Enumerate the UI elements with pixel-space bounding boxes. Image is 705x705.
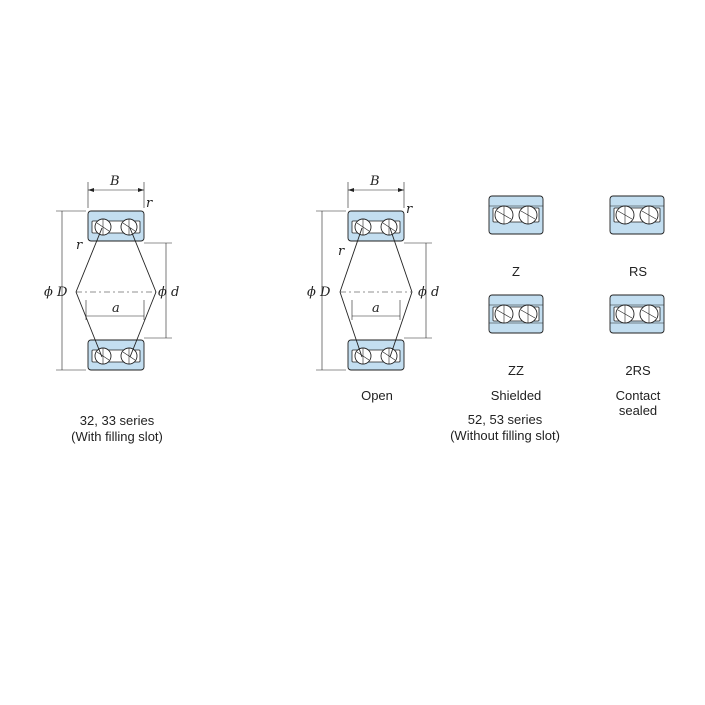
variant-zz-desc: Shielded <box>491 388 542 403</box>
left-caption-note: (With filling slot) <box>71 429 163 444</box>
right-label-a: a <box>372 301 380 316</box>
left-label-B: B <box>109 174 120 189</box>
right-label-r-top: r <box>406 202 413 217</box>
right-label-D: ϕ D <box>307 285 331 300</box>
left-label-r-side: r <box>76 238 83 253</box>
right-caption-series: 52, 53 series <box>468 412 543 427</box>
left-label-d: ϕ d <box>158 285 179 300</box>
variant-zz-label: ZZ <box>508 363 524 378</box>
variant-2rs-desc-line1: Contact <box>616 388 661 403</box>
right-label-B: B <box>369 174 380 189</box>
left-caption-series: 32, 33 series <box>80 413 155 428</box>
right-lower-section <box>347 339 405 371</box>
variant-rs-drawing <box>609 195 665 235</box>
right-caption-open: Open <box>361 388 393 403</box>
variant-z-label: Z <box>512 264 520 279</box>
variant-2rs-desc-line2: sealed <box>619 403 657 418</box>
variant-zz-drawing <box>488 294 544 334</box>
left-label-r-top: r <box>146 196 153 211</box>
variant-2rs-label: 2RS <box>625 363 651 378</box>
right-label-r-side: r <box>338 244 345 259</box>
right-bearing-drawing <box>316 182 432 371</box>
left-label-D: ϕ D <box>44 285 68 300</box>
variant-2rs-drawing <box>609 294 665 334</box>
left-label-a: a <box>112 301 120 316</box>
left-lower-section <box>87 339 145 371</box>
left-upper-section <box>87 210 145 242</box>
right-label-d: ϕ d <box>418 285 439 300</box>
variant-z-drawing <box>488 195 544 235</box>
left-bearing-drawing <box>56 182 172 371</box>
variant-rs-label: RS <box>629 264 647 279</box>
right-upper-section <box>347 210 405 242</box>
right-caption-note: (Without filling slot) <box>450 428 560 443</box>
